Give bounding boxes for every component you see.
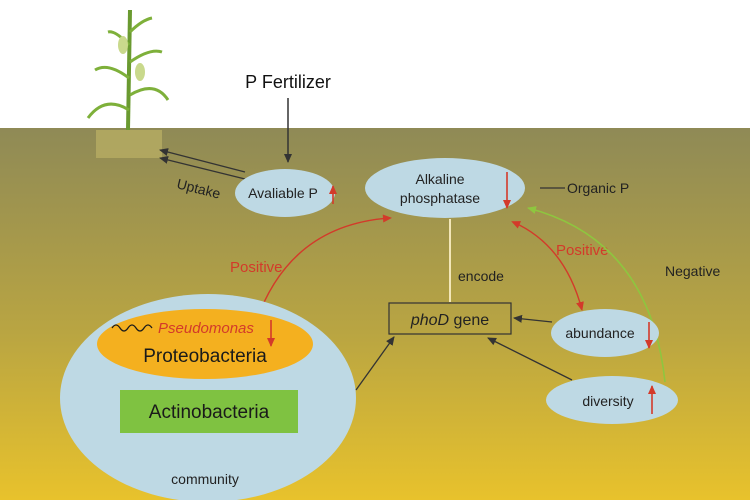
negative-arrow bbox=[527, 206, 666, 383]
uptake-arrow-2 bbox=[159, 156, 246, 180]
sky bbox=[0, 0, 750, 130]
pseudomonas-label: Pseudomonas bbox=[158, 320, 254, 337]
pseudomonas-wavy-icon bbox=[111, 324, 153, 332]
corn-plant-icon bbox=[86, 9, 170, 158]
actinobacteria-box bbox=[120, 390, 298, 433]
phod-gene-rest: gene bbox=[449, 312, 489, 329]
positive-right-label: Positive bbox=[556, 242, 609, 259]
uptake-arrow-1 bbox=[159, 148, 246, 173]
alkaline-label-line2: phosphatase bbox=[400, 190, 480, 206]
organic-p-label: Organic P bbox=[567, 180, 629, 196]
abundance-label: abundance bbox=[565, 325, 635, 341]
phod-gene-italic: phoD bbox=[410, 312, 450, 329]
alkaline-phosphatase-bubble bbox=[365, 158, 525, 218]
negative-label: Negative bbox=[665, 263, 720, 279]
available-p-label: Avaliable P bbox=[248, 185, 318, 201]
diversity-label: diversity bbox=[582, 393, 633, 409]
encode-label: encode bbox=[458, 268, 504, 284]
fertilizer-label: P Fertilizer bbox=[245, 72, 331, 92]
abundance-to-phod-arrow bbox=[513, 314, 553, 323]
positive-right-arrow bbox=[511, 221, 584, 311]
alkaline-label-line1: Alkaline bbox=[415, 171, 464, 187]
abundance-bubble bbox=[551, 309, 659, 357]
community-label: community bbox=[171, 471, 239, 487]
community-to-phod-arrow bbox=[355, 336, 395, 391]
positive-left-label: Positive bbox=[230, 259, 283, 276]
phod-gene-label: phoD gene bbox=[410, 312, 489, 329]
available-p-bubble bbox=[235, 169, 335, 217]
proteobacteria-label: Proteobacteria bbox=[143, 346, 267, 367]
diversity-bubble bbox=[546, 376, 678, 424]
actinobacteria-label: Actinobacteria bbox=[149, 402, 270, 423]
positive-left-arrow bbox=[254, 214, 392, 323]
diversity-to-phod-arrow bbox=[487, 337, 573, 381]
